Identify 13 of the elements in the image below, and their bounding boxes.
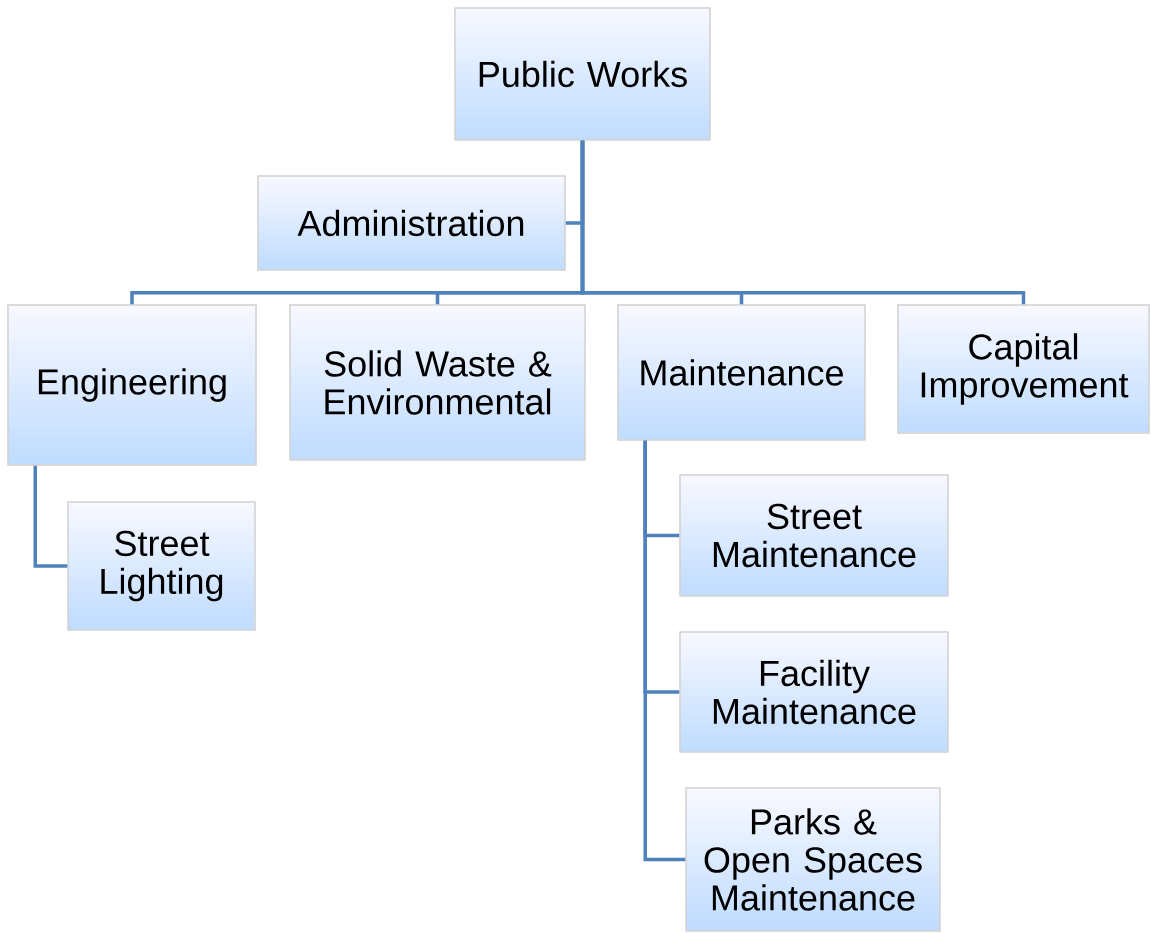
- org-box: Administration: [257, 175, 566, 271]
- org-box: Solid Waste & Environmental: [289, 304, 586, 461]
- org-box: Street Lighting: [67, 501, 256, 631]
- org-box: Maintenance: [617, 304, 866, 441]
- org-box: Facility Maintenance: [679, 631, 949, 753]
- org-box: Street Maintenance: [679, 474, 949, 597]
- connector-line: [643, 440, 686, 862]
- org-box: Public Works: [454, 7, 711, 141]
- connector-line: [33, 465, 68, 568]
- org-box: Parks & Open Spaces Maintenance: [685, 787, 941, 932]
- org-box: Engineering: [7, 304, 257, 466]
- connector-line: [580, 140, 1026, 305]
- org-box: Capital Improvement: [897, 304, 1150, 434]
